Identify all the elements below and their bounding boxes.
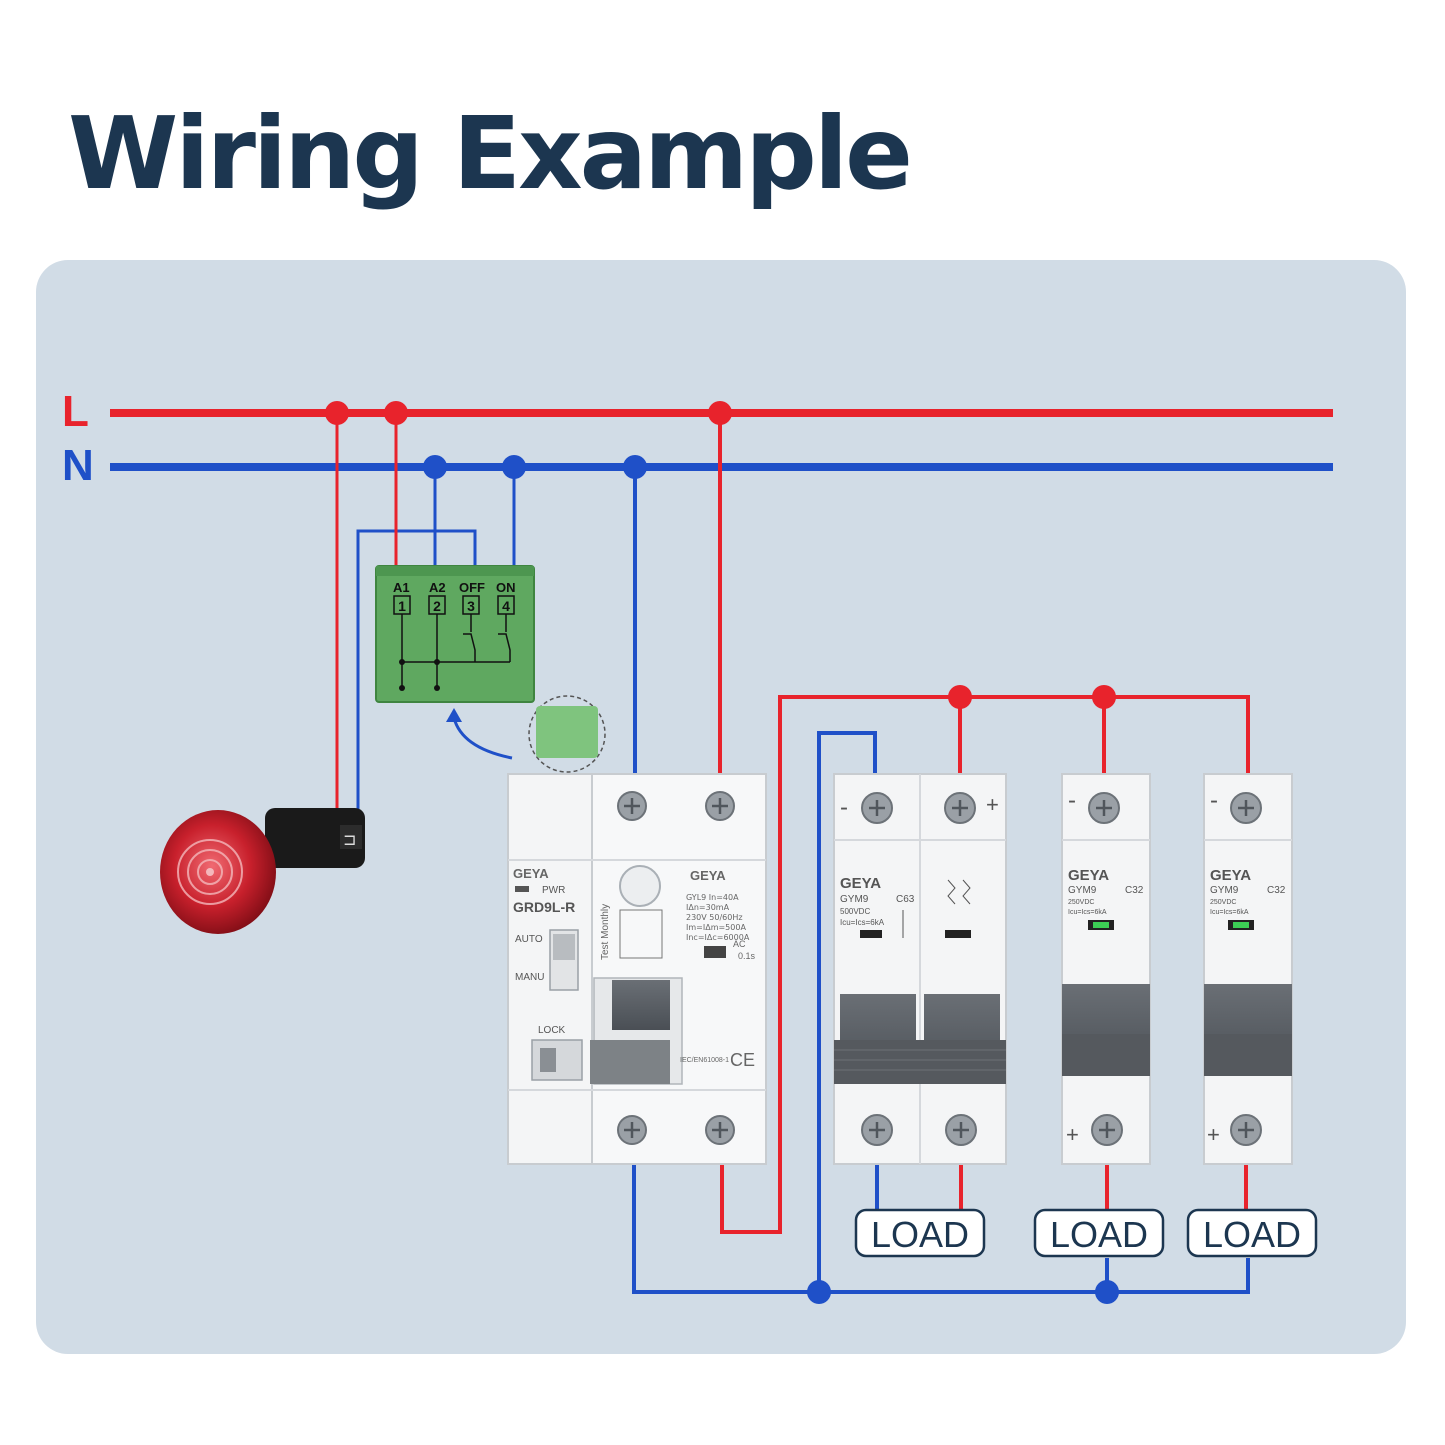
dc-1p-b-brand: GEYA (1210, 867, 1251, 884)
svg-text:⊐: ⊐ (343, 832, 356, 849)
relay-terminal-num-1: 1 (398, 598, 406, 614)
relay-terminal-OFF: OFF (459, 580, 485, 595)
relay-module: A1 A2 OFF ON 1 2 3 4 (375, 565, 535, 703)
dc-1p-a-icu: Icu=Ics=6kA (1068, 909, 1107, 916)
rcbo-spec-3: 230V 50/60Hz (686, 913, 743, 922)
dc-1p-a-model: GYM9 (1068, 885, 1097, 896)
rcbo-brand-right: GEYA (690, 868, 726, 883)
load-label-3: LOAD (1203, 1214, 1301, 1255)
rcbo-spec-5: Inc=IΔc=6000A (686, 933, 750, 942)
load-box-3: LOAD (1186, 1208, 1318, 1258)
dc-1p-a-bottom-sign: + (1066, 1122, 1079, 1147)
rcbo-ce-mark: CE (730, 1050, 755, 1070)
page-title: Wiring Example (68, 95, 913, 212)
rcbo-device: GEYA PWR GRD9L-R AUTO MANU LOCK Test Mon… (507, 773, 767, 1165)
dc-1p-a-top-sign: - (1068, 787, 1076, 814)
rcbo-manu-label: MANU (515, 972, 544, 983)
wire-to-2p-breaker-minus (817, 731, 877, 1292)
rcbo-pwr-label: PWR (542, 885, 565, 896)
dc-2p-brand: GEYA (840, 875, 881, 892)
dc-1p-a-brand: GEYA (1068, 867, 1109, 884)
rcbo-spec-2: IΔn=30mA (686, 903, 730, 912)
dc-1p-a-rating: C32 (1125, 885, 1144, 896)
junction-dots (325, 401, 1119, 1304)
load-label-2: LOAD (1050, 1214, 1148, 1255)
dc-breaker-1p-a: - + GEYA GYM9 C32 250VDC Icu=Ics=6kA (1061, 773, 1151, 1165)
buzzer-wires (335, 413, 516, 812)
dc-1p-b-rating: C32 (1267, 885, 1286, 896)
rcbo-ac-label: AC (733, 939, 746, 949)
rcbo-auto-label: AUTO (515, 934, 543, 945)
dc-2p-voltage: 500VDC (840, 907, 870, 916)
rcbo-lock-label: LOCK (538, 1025, 566, 1036)
dc-2p-icu: Icu=Ics=6kA (840, 918, 885, 927)
dc-1p-b-model: GYM9 (1210, 885, 1239, 896)
load-label-1: LOAD (871, 1214, 969, 1255)
dc-1p-b-voltage: 250VDC (1210, 899, 1236, 906)
buzzer-indicator: ⊐ (160, 808, 365, 934)
dc-1p-b-top-sign: - (1210, 787, 1218, 814)
rcbo-spec-1: GYL9 In=40A (686, 893, 739, 902)
rail-label-L: L (62, 387, 89, 436)
load-box-1: LOAD (854, 1208, 986, 1258)
dc-2p-rating: C63 (896, 894, 915, 905)
relay-terminal-A1: A1 (393, 580, 410, 595)
relay-terminal-ON: ON (496, 580, 516, 595)
rcbo-time-label: 0.1s (738, 951, 756, 961)
dc-1p-b-icu: Icu=Ics=6kA (1210, 909, 1249, 916)
relay-terminal-num-2: 2 (433, 598, 441, 614)
dc-2p-plus-sign: + (986, 792, 999, 817)
dc-negative-bus-wire (632, 1135, 1250, 1294)
rcbo-spec-4: Im=IΔm=500A (686, 923, 746, 932)
relay-callout (446, 695, 606, 773)
relay-terminal-num-4: 4 (502, 598, 510, 614)
dc-2p-model: GYM9 (840, 894, 869, 905)
rcbo-standard: IEC/EN61008-1 (680, 1057, 729, 1064)
dc-breaker-2p: - + GEYA GYM9 C63 500VDC Icu=Ics=6kA (833, 773, 1007, 1165)
rcbo-model: GRD9L-R (513, 899, 575, 915)
dc-positive-bus-wire (720, 695, 1250, 1234)
dc-1p-a-voltage: 250VDC (1068, 899, 1094, 906)
rcbo-test-monthly: Test Monthly (600, 904, 611, 960)
dc-2p-minus-sign: - (840, 794, 848, 821)
dc-1p-b-bottom-sign: + (1207, 1122, 1220, 1147)
relay-terminal-num-3: 3 (467, 598, 475, 614)
load-box-2: LOAD (1033, 1208, 1165, 1258)
rail-label-N: N (62, 441, 94, 490)
rcbo-brand-left: GEYA (513, 866, 549, 881)
dc-breaker-1p-b: - + GEYA GYM9 C32 250VDC Icu=Ics=6kA (1203, 773, 1293, 1165)
relay-terminal-A2: A2 (429, 580, 446, 595)
